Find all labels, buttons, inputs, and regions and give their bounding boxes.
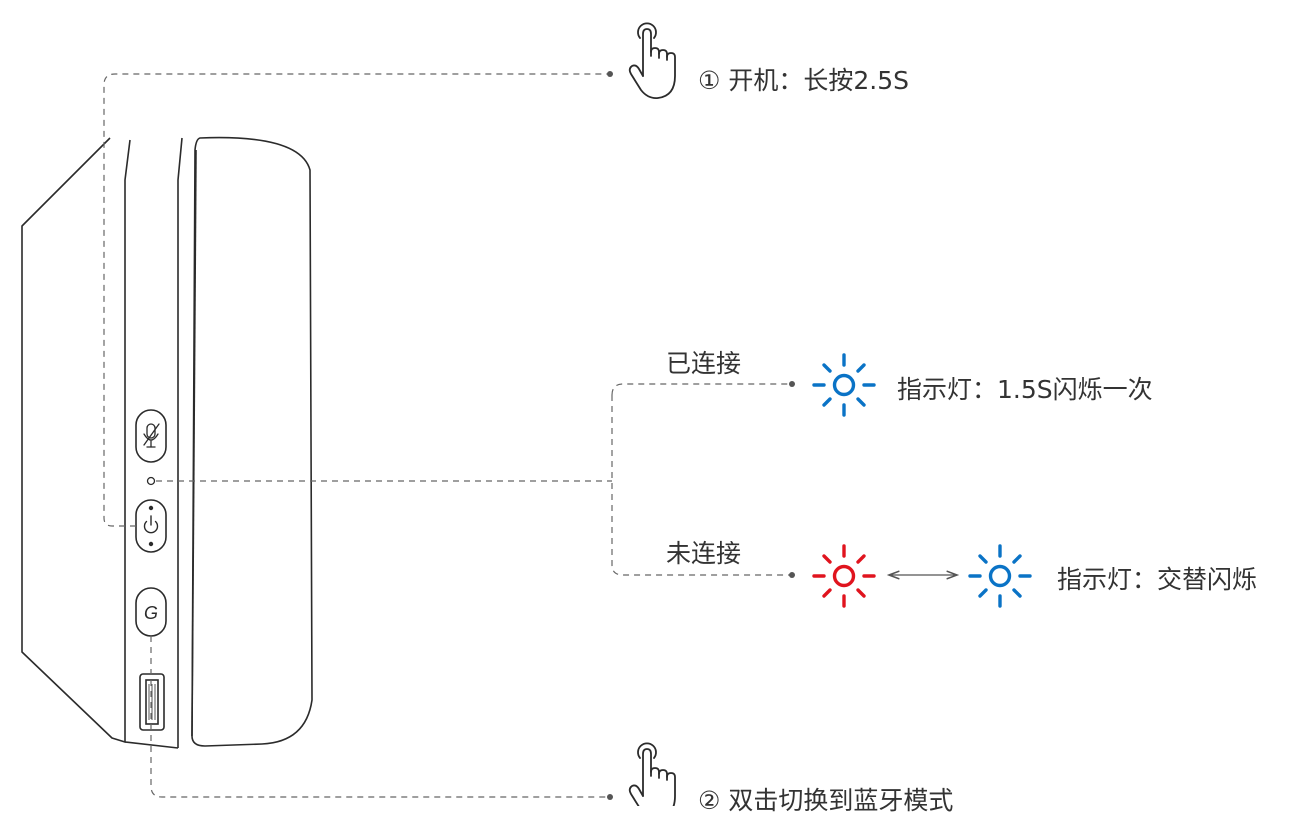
headphone-body bbox=[21, 136, 313, 749]
mute-button[interactable] bbox=[135, 409, 167, 463]
g-button[interactable]: G bbox=[135, 587, 167, 637]
led-dot bbox=[146, 476, 156, 486]
connected-label: 已连接 bbox=[666, 349, 742, 378]
hand-tap-icon-2 bbox=[628, 742, 676, 806]
leader-lines bbox=[103, 73, 790, 798]
g-button-label: G bbox=[144, 603, 158, 623]
disconnected-label: 未连接 bbox=[666, 539, 742, 568]
hand-tap-icon bbox=[628, 22, 676, 99]
connected-indicator-desc: 指示灯：1.5S闪烁一次 bbox=[897, 375, 1153, 404]
usb-port bbox=[139, 673, 165, 731]
mic-mute-icon bbox=[143, 423, 160, 448]
disconnected-indicator-desc: 指示灯：交替闪烁 bbox=[1057, 565, 1258, 594]
red-led-icon bbox=[812, 544, 876, 608]
blue-led-icon-connected bbox=[812, 353, 876, 417]
power-button[interactable] bbox=[135, 499, 167, 553]
power-icon bbox=[143, 515, 159, 534]
leader-endpoints bbox=[607, 71, 795, 800]
blue-led-icon-alternate bbox=[968, 544, 1032, 608]
step-power-on-label: ① 开机：长按2.5S bbox=[698, 66, 909, 95]
step-bluetooth-mode-label: ② 双击切换到蓝牙模式 bbox=[698, 786, 954, 815]
